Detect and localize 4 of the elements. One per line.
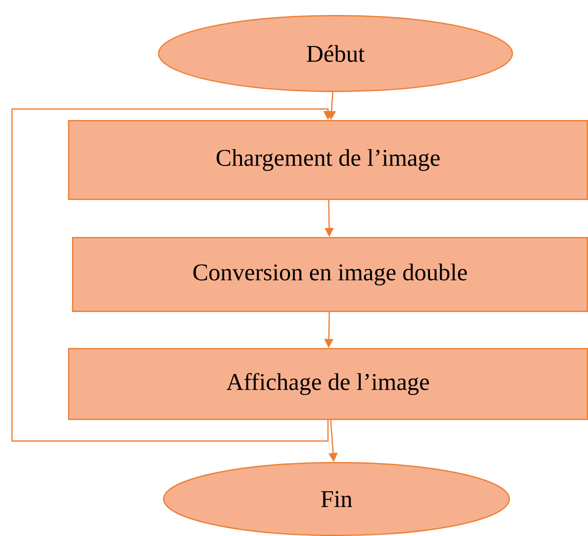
process-box: Chargement de l’image bbox=[68, 120, 588, 200]
process-box: Affichage de l’image bbox=[68, 348, 588, 420]
process-box: Conversion en image double bbox=[72, 237, 588, 312]
arrow bbox=[11, 108, 333, 442]
